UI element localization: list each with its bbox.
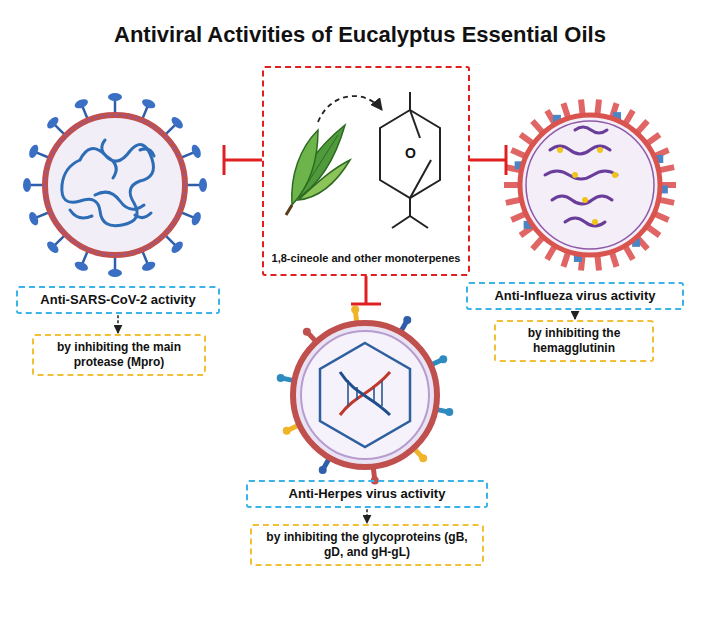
cineole-structure <box>380 92 440 228</box>
dashed-arrow <box>117 315 119 333</box>
dashed-arrow <box>366 509 368 523</box>
title: Antiviral Activities of Eucalyptus Essen… <box>0 22 720 48</box>
node-text: by inhibiting the hemagglutinin <box>502 326 646 356</box>
mechanism-box: by inhibiting the glycoproteins (gB, gD,… <box>250 524 484 566</box>
herpes-virus <box>277 306 454 485</box>
activity-box: Anti-Influeza virus activity <box>466 282 684 310</box>
oxygen-atom: O <box>405 145 416 161</box>
source-box: 1,8-cineole and other monoterpenes <box>262 66 470 276</box>
activity-box: Anti-SARS-CoV-2 activity <box>16 286 220 314</box>
node-text: by inhibiting the main protease (Mpro) <box>40 340 198 370</box>
activity-box: Anti-Herpes virus activity <box>246 480 488 508</box>
mechanism-box: by inhibiting the main protease (Mpro) <box>32 334 206 376</box>
eucalyptus-leaf <box>286 96 382 215</box>
influenza-virus <box>504 99 676 270</box>
node-text: by inhibiting the glycoproteins (gB, gD,… <box>258 530 476 560</box>
inhibition-line <box>224 145 506 304</box>
sars-cov-2-virus <box>23 93 207 277</box>
mechanism-box: by inhibiting the hemagglutinin <box>494 320 654 362</box>
node-text: 1,8-cineole and other monoterpenes <box>270 252 462 266</box>
node-text: Anti-SARS-CoV-2 activity <box>24 292 212 308</box>
node-text: Anti-Influeza virus activity <box>474 288 676 304</box>
node-text: Anti-Herpes virus activity <box>254 486 480 502</box>
dashed-arrow <box>574 311 576 319</box>
